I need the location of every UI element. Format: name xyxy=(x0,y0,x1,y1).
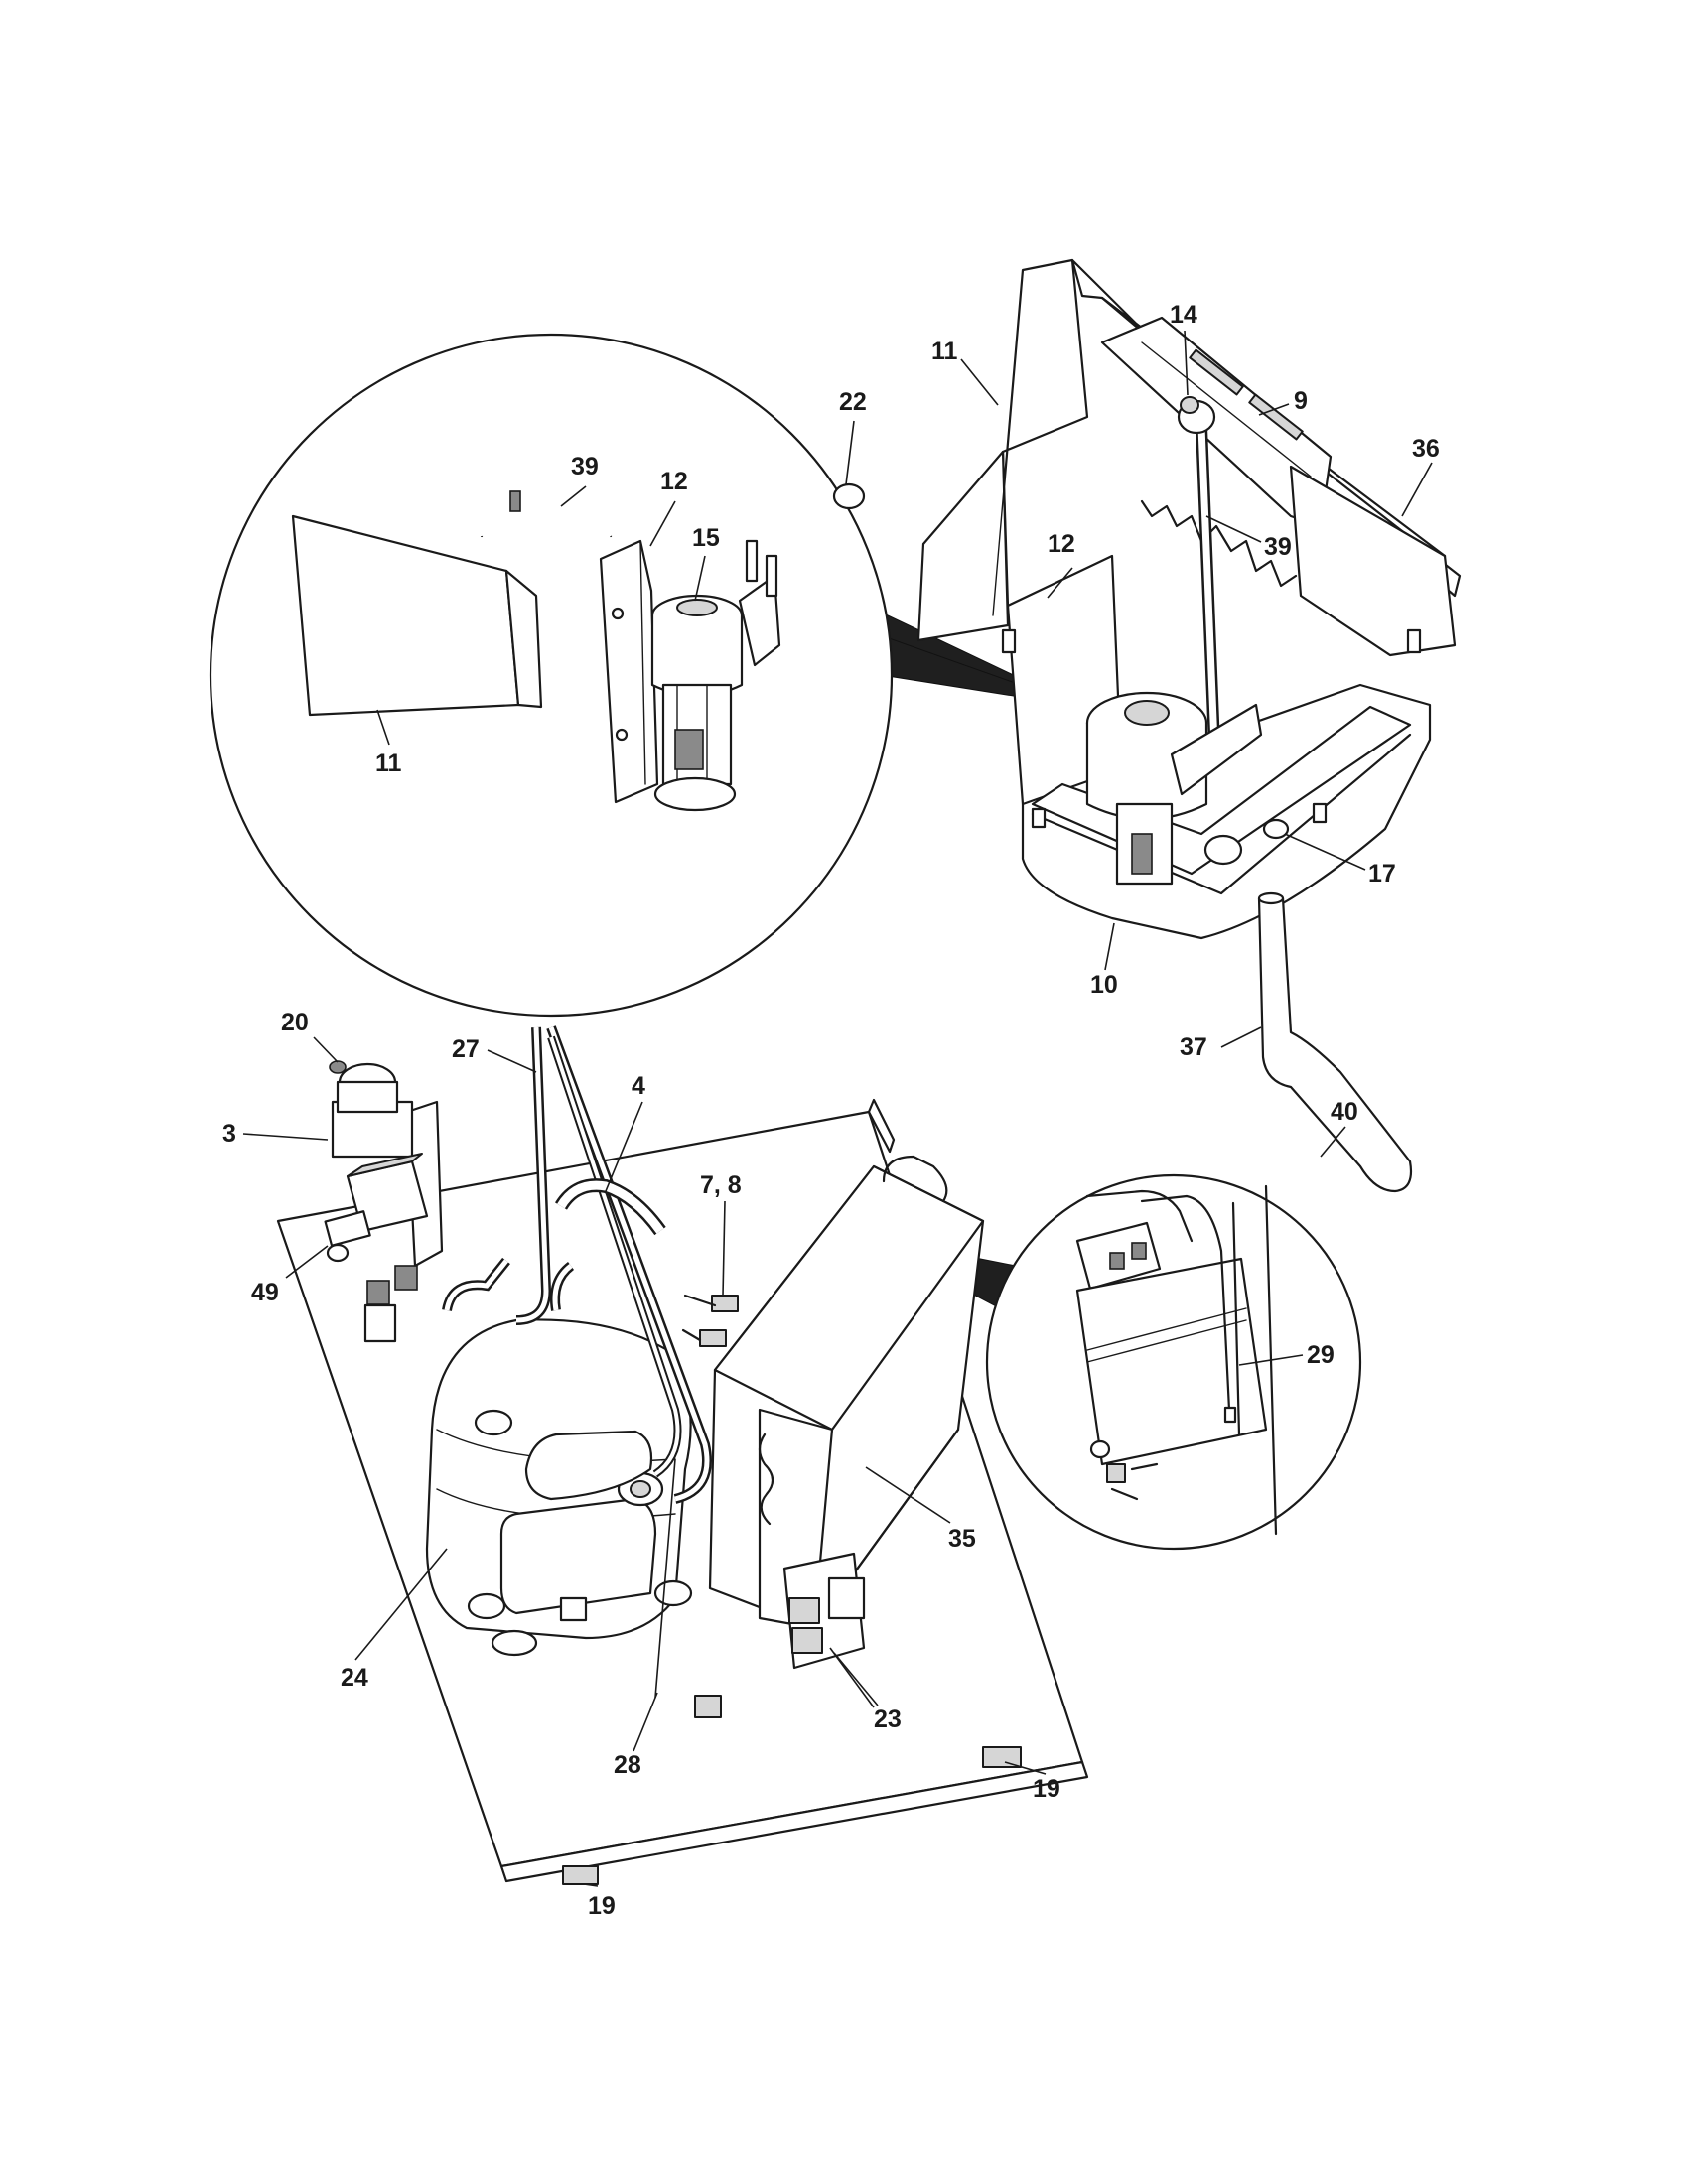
callout-3: 3 xyxy=(222,1120,236,1148)
callout-20: 20 xyxy=(281,1009,309,1036)
tube-part-27-28 xyxy=(515,1025,712,1699)
chute-panel-part-11 xyxy=(291,514,543,717)
foot-part-19 xyxy=(562,1865,599,1885)
callout-11-top: 11 xyxy=(931,338,958,365)
pump-motor xyxy=(1085,691,1263,886)
callout-39-detail: 39 xyxy=(571,453,599,480)
drain-hose-part-37-40 xyxy=(1257,891,1413,1193)
callout-17: 17 xyxy=(1368,860,1396,887)
callout-24: 24 xyxy=(341,1664,368,1692)
tube-part-39 xyxy=(478,490,614,538)
callout-29: 29 xyxy=(1307,1341,1335,1369)
callout-7-8: 7, 8 xyxy=(700,1171,742,1199)
callout-19-right: 19 xyxy=(1033,1775,1060,1803)
compressor-part-24 xyxy=(425,1318,693,1657)
callout-49: 49 xyxy=(251,1279,279,1306)
ice-bin-assembly xyxy=(916,258,1462,940)
callout-11-detail: 11 xyxy=(375,750,402,777)
callout-labels: 11 22 14 9 36 12 39 17 10 39 12 15 11 37… xyxy=(222,301,1440,1920)
pump-part-15 xyxy=(650,539,781,812)
bracket-part-12 xyxy=(599,539,659,804)
connectors-part-7-8 xyxy=(681,1294,739,1347)
callout-9: 9 xyxy=(1294,387,1308,415)
panel-part-36 xyxy=(1289,465,1457,657)
callout-23: 23 xyxy=(874,1706,902,1733)
callout-15: 15 xyxy=(692,524,720,552)
callout-4: 4 xyxy=(632,1072,645,1100)
detail-circle-control xyxy=(985,1173,1362,1551)
foot-part-19-rear xyxy=(982,1746,1022,1768)
cap-part-22 xyxy=(832,482,866,510)
callout-36: 36 xyxy=(1412,435,1440,463)
fitting-part-14 xyxy=(1180,396,1199,414)
callout-22: 22 xyxy=(839,388,867,416)
callout-27: 27 xyxy=(452,1035,480,1063)
callout-19-left: 19 xyxy=(588,1892,616,1920)
callout-14: 14 xyxy=(1170,301,1197,329)
leader-lines xyxy=(242,330,1433,1887)
base-assembly xyxy=(276,1025,1089,1885)
callout-28: 28 xyxy=(614,1751,641,1779)
control-box-part-23 xyxy=(782,1552,875,1708)
drain-part-17 xyxy=(1262,818,1290,840)
detail-circle-pump xyxy=(209,333,894,1018)
callout-35: 35 xyxy=(948,1525,976,1553)
callout-12-detail: 12 xyxy=(660,468,688,495)
callout-12-top: 12 xyxy=(1048,530,1075,558)
callout-39-top: 39 xyxy=(1264,533,1292,561)
callout-40: 40 xyxy=(1331,1098,1358,1126)
condenser-part-35 xyxy=(708,1155,985,1630)
callout-10: 10 xyxy=(1090,971,1118,999)
callout-37: 37 xyxy=(1180,1033,1207,1061)
